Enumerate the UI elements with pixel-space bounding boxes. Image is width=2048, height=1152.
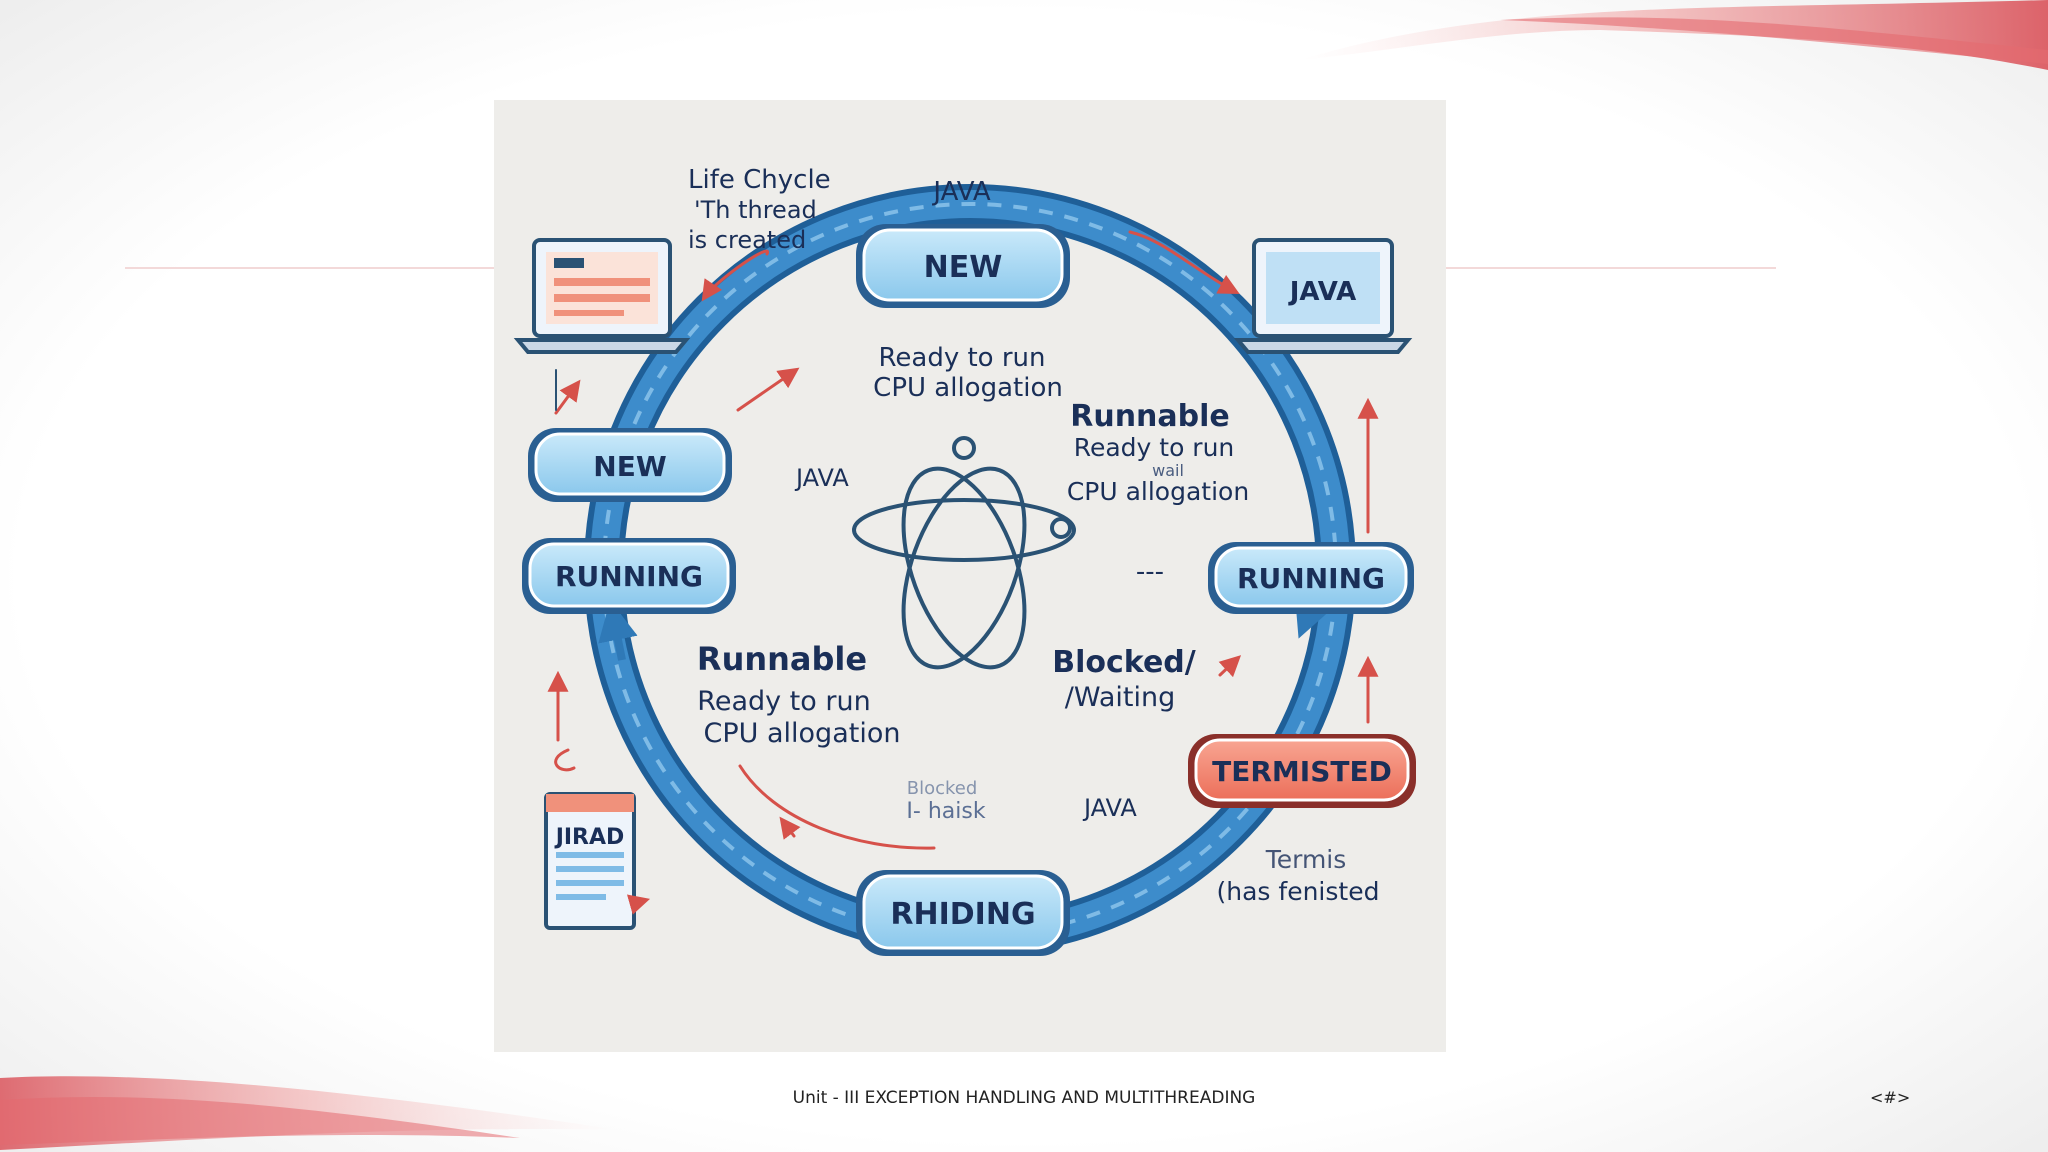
laptop-right-icon: JAVA (1233, 238, 1413, 354)
svg-text:RHIDING: RHIDING (890, 897, 1035, 932)
laptop-left-icon (513, 238, 691, 354)
atom-icon (852, 436, 1076, 670)
svg-text:RUNNING: RUNNING (1237, 562, 1385, 595)
svg-text:CPU allogation: CPU allogation (1067, 477, 1249, 506)
dash-label: --- (1136, 557, 1164, 587)
thread-lifecycle-diagram: JAVA JIRAD (513, 165, 1416, 956)
terminated-note: Termis (has fenisted (1217, 845, 1380, 906)
top-right-swoosh (1300, 0, 2048, 70)
inner-top-note: Ready to run CPU allogation (873, 343, 1063, 403)
flow-arrows (547, 230, 1379, 915)
document-icon: JIRAD (544, 792, 636, 930)
blocked-note: Blocked/ /Waiting (1052, 645, 1196, 713)
laptop-right-label: JAVA (1288, 277, 1357, 307)
intro-line-3: is created (688, 226, 806, 254)
svg-text:I- haisk: I- haisk (906, 799, 985, 824)
runnable-left-note: Runnable Ready to run CPU allogation (697, 640, 901, 749)
java-label-bottom: JAVA (1082, 794, 1137, 822)
svg-text:Blocked/: Blocked/ (1052, 645, 1196, 680)
svg-text:NEW: NEW (924, 250, 1003, 285)
svg-text:/Waiting: /Waiting (1065, 682, 1175, 713)
svg-text:Runnable: Runnable (697, 640, 867, 678)
document-label: JIRAD (554, 825, 625, 850)
state-bottom: RHIDING (856, 870, 1070, 956)
svg-text:CPU allogation: CPU allogation (704, 718, 901, 749)
state-running-left: RUNNING (522, 538, 736, 614)
svg-text:RUNNING: RUNNING (555, 560, 703, 593)
svg-text:Termis: Termis (1265, 845, 1347, 874)
svg-text:Ready to run: Ready to run (697, 686, 870, 717)
state-terminated: TERMISTED (1188, 734, 1416, 808)
java-label-left: JAVA (794, 464, 849, 492)
runnable-right-note: Runnable Ready to run wail CPU allogatio… (1067, 399, 1249, 506)
state-running-right: RUNNING (1208, 542, 1414, 614)
intro-line-2: 'Th thread (694, 196, 817, 224)
svg-text:Runnable: Runnable (1070, 399, 1230, 434)
intro-note: Life Chycle 'Th thread is created (688, 165, 831, 254)
blocked-small-note: Blocked I- haisk (906, 778, 985, 824)
state-new-top: NEW (856, 224, 1070, 308)
svg-text:wail: wail (1152, 461, 1184, 480)
state-new-left: NEW (528, 428, 732, 502)
svg-text:(has fenisted: (has fenisted (1217, 877, 1380, 906)
svg-text:Ready to run: Ready to run (1074, 433, 1235, 462)
svg-text:CPU allogation: CPU allogation (873, 373, 1063, 403)
svg-text:Blocked: Blocked (907, 778, 978, 799)
intro-line-1: Life Chycle (688, 165, 831, 195)
thread-lifecycle-image: JAVA JIRAD (494, 100, 1446, 1052)
slide-footer: Unit - III EXCEPTION HANDLING AND MULTIT… (792, 1088, 1256, 1108)
page-number: <#> (1870, 1088, 1911, 1107)
svg-text:TERMISTED: TERMISTED (1212, 755, 1392, 788)
java-label-top: JAVA (931, 177, 990, 207)
svg-text:Ready to run: Ready to run (879, 343, 1046, 373)
svg-text:NEW: NEW (593, 450, 667, 483)
